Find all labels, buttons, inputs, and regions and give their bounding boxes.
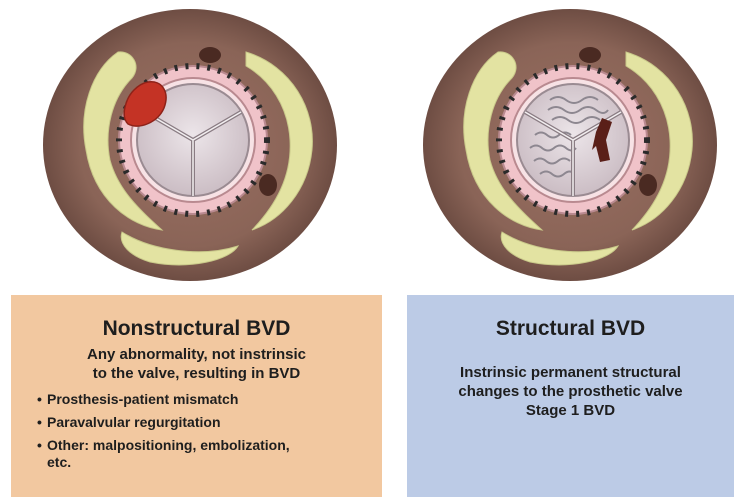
panel-definition-line2: changes to the prosthetic valve (407, 382, 734, 401)
panel-definition-line1: Any abnormality, not instrinsic (11, 345, 382, 364)
panel-title: Nonstructural BVD (11, 317, 382, 341)
list-item: Paravalvular regurgitation (37, 414, 382, 431)
coronary-ostium-top (579, 47, 601, 63)
coronary-ostium-right (639, 174, 657, 196)
cause-list: Prosthesis-patient mismatch Paravalvular… (11, 391, 382, 454)
valve-illustrations (0, 0, 743, 295)
panel-definition-line1: Instrinsic permanent structural (407, 363, 734, 382)
panel-title: Structural BVD (407, 317, 734, 341)
structural-bvd-panel: Structural BVD Instrinsic permanent stru… (407, 295, 734, 497)
list-item-continuation: etc. (11, 454, 382, 471)
nonstructural-bvd-panel: Nonstructural BVD Any abnormality, not i… (11, 295, 382, 497)
nonstructural-valve (43, 9, 337, 281)
coronary-ostium-top (199, 47, 221, 63)
list-item: Prosthesis-patient mismatch (37, 391, 382, 408)
panel-stage-label: Stage 1 BVD (407, 401, 734, 420)
panel-definition-line2: to the valve, resulting in BVD (11, 364, 382, 383)
list-item: Other: malpositioning, embolization, (37, 437, 382, 454)
coronary-ostium-right (259, 174, 277, 196)
structural-valve (423, 9, 717, 281)
